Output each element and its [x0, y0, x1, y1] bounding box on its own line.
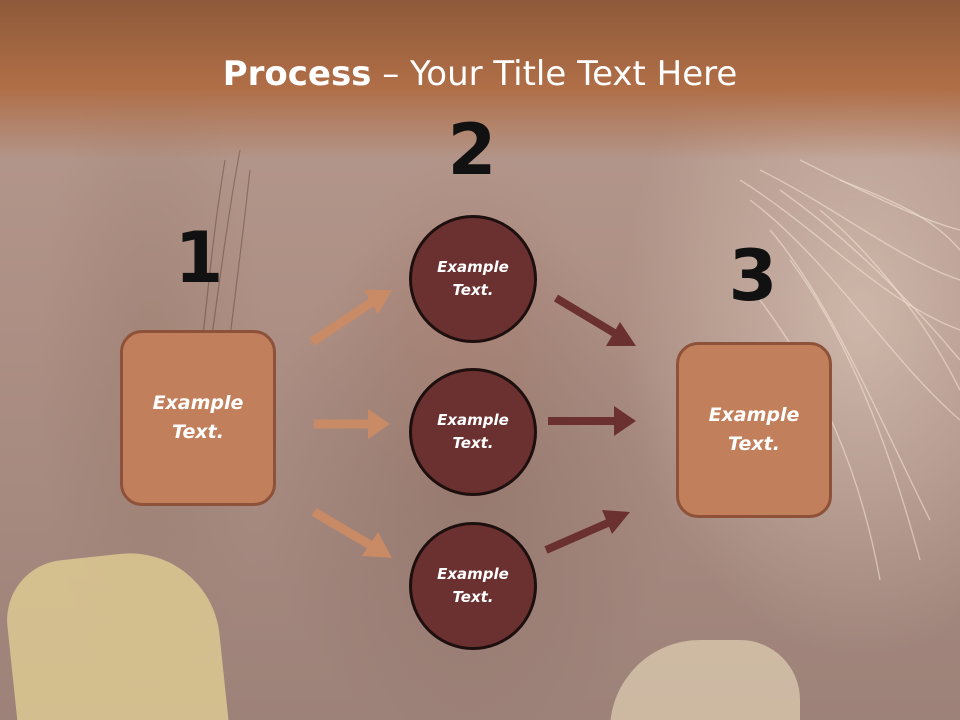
step-2-circle-bottom[interactable]: Example Text. [409, 522, 537, 650]
arrow-middle-to-3-head [614, 406, 636, 436]
arrow-bottom-to-3 [544, 518, 612, 554]
step-1-text: Example Text. [152, 392, 244, 443]
step-3-box[interactable]: Example Text. [676, 342, 832, 518]
step-2-circle-middle[interactable]: Example Text. [409, 368, 537, 496]
title-rest: – Your Title Text Here [371, 54, 738, 94]
slide-title: Process – Your Title Text Here [0, 52, 960, 96]
arrow-top-to-3-head [606, 322, 636, 346]
circle-top-text: Example Text. [437, 258, 509, 299]
arrow-top-to-3 [553, 294, 619, 338]
step-number-3: 3 [728, 235, 778, 317]
arrow-1-to-bottom-head [362, 532, 392, 558]
arrow-1-to-top [309, 298, 375, 346]
header-band [0, 0, 960, 160]
step-1-box[interactable]: Example Text. [120, 330, 276, 506]
arrow-1-to-top-head [364, 290, 392, 314]
arrow-1-to-middle-head [368, 409, 390, 439]
step-number-1: 1 [174, 217, 224, 299]
circle-bottom-text: Example Text. [437, 565, 509, 606]
step-number-2: 2 [447, 109, 497, 191]
title-bold: Process [222, 54, 372, 94]
arrow-1-to-bottom [311, 508, 375, 550]
step-3-text: Example Text. [708, 404, 800, 455]
step-2-circle-top[interactable]: Example Text. [409, 215, 537, 343]
arrow-bottom-to-3-head [602, 510, 630, 534]
circle-middle-text: Example Text. [437, 411, 509, 452]
